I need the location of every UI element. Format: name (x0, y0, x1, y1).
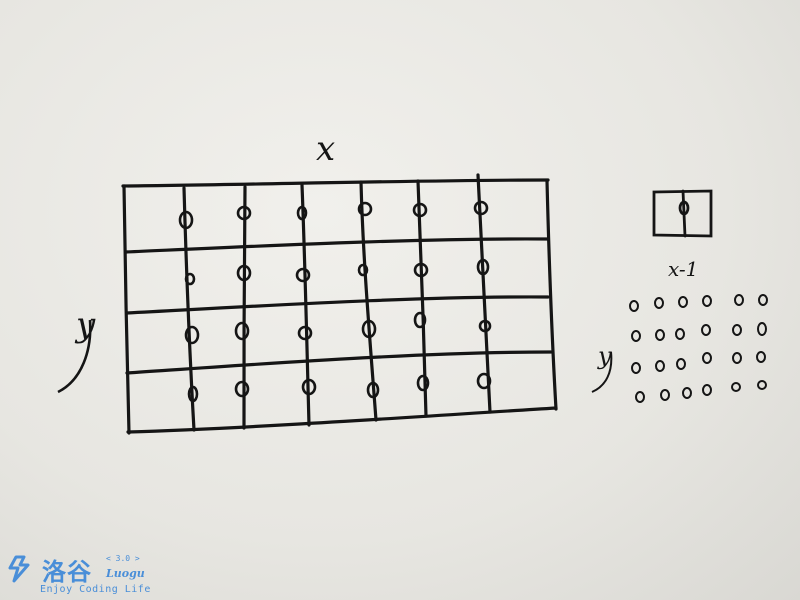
small-dot (702, 295, 712, 307)
small-grid-y-stroke (591, 351, 613, 393)
small-dot (757, 380, 767, 390)
main-grid-y-label: y (74, 305, 96, 345)
main-grid (121, 173, 558, 435)
main-grid-right-edge (545, 179, 558, 411)
watermark-version: < 3.0 > (106, 554, 140, 563)
small-dot (701, 324, 711, 336)
grid-dot (478, 319, 492, 333)
main-grid-row-line (124, 237, 550, 254)
luogu-logo-icon (8, 555, 30, 583)
watermark-latin-name: Luogu (106, 567, 145, 580)
small-dot (655, 360, 665, 372)
grid-dot (473, 200, 489, 216)
small-dot (654, 297, 664, 309)
main-grid-top-edge (121, 178, 550, 188)
single-cell-dot (678, 200, 690, 216)
main-grid-y-stroke (57, 319, 92, 394)
small-dot (675, 328, 685, 340)
small-dot (732, 352, 742, 364)
small-dot (756, 351, 766, 363)
grid-dot (416, 374, 430, 392)
grid-dot (178, 210, 194, 230)
main-grid-column-line (242, 185, 247, 430)
grid-dot (234, 380, 250, 398)
small-dot (682, 387, 692, 399)
small-dot (758, 294, 768, 306)
single-cell-box (652, 189, 713, 238)
grid-dot (296, 205, 308, 221)
watermark-name: 洛谷 (42, 558, 92, 586)
grid-dot (297, 325, 313, 341)
small-grid-y-label: y (597, 342, 612, 370)
grid-dot (184, 272, 196, 286)
luogu-watermark: 洛谷 < 3.0 > Luogu Enjoy Coding Life (4, 550, 174, 598)
main-grid-row-line (125, 295, 550, 315)
grid-dot (187, 385, 199, 403)
grid-dot (357, 201, 373, 217)
main-grid-x-label: x (316, 129, 335, 169)
grid-dot (361, 319, 377, 339)
main-grid-dots (178, 200, 492, 403)
grid-dot (295, 267, 311, 283)
small-dot (702, 384, 712, 396)
main-grid-column-line (359, 180, 378, 422)
single-cell-diagram (652, 189, 713, 238)
small-dot (731, 382, 741, 392)
grid-dot (413, 262, 429, 278)
small-dot (734, 294, 744, 306)
small-dot (631, 362, 641, 374)
grid-dot (476, 372, 492, 390)
small-dot (635, 391, 645, 403)
main-grid-left-edge (122, 184, 131, 435)
watermark-slogan: Enjoy Coding Life (40, 584, 151, 595)
main-grid-row-line (125, 350, 553, 375)
grid-dot (476, 258, 490, 276)
grid-dot (236, 205, 252, 221)
small-dot (655, 329, 665, 341)
grid-dot (234, 321, 250, 341)
single-cell-label: x-1 (668, 257, 698, 281)
grid-dot (236, 264, 252, 282)
grid-dot (413, 311, 427, 329)
small-dot (660, 389, 670, 401)
grid-dot (366, 381, 380, 399)
main-grid-column-line (300, 183, 311, 427)
small-dot-grid (629, 294, 768, 403)
main-grid-column-line (182, 186, 196, 432)
grid-dot (184, 325, 200, 345)
grid-dot (301, 378, 317, 396)
small-dot (757, 322, 767, 336)
small-dot (732, 324, 742, 336)
main-grid-bottom-edge (126, 406, 558, 434)
small-dot (702, 352, 712, 364)
grid-dot (412, 202, 428, 218)
small-dot (676, 358, 686, 370)
main-grid-column-line (416, 179, 428, 418)
small-dot (678, 296, 688, 308)
small-dot (631, 330, 641, 342)
grid-dot (357, 263, 369, 277)
small-dot (629, 300, 639, 312)
